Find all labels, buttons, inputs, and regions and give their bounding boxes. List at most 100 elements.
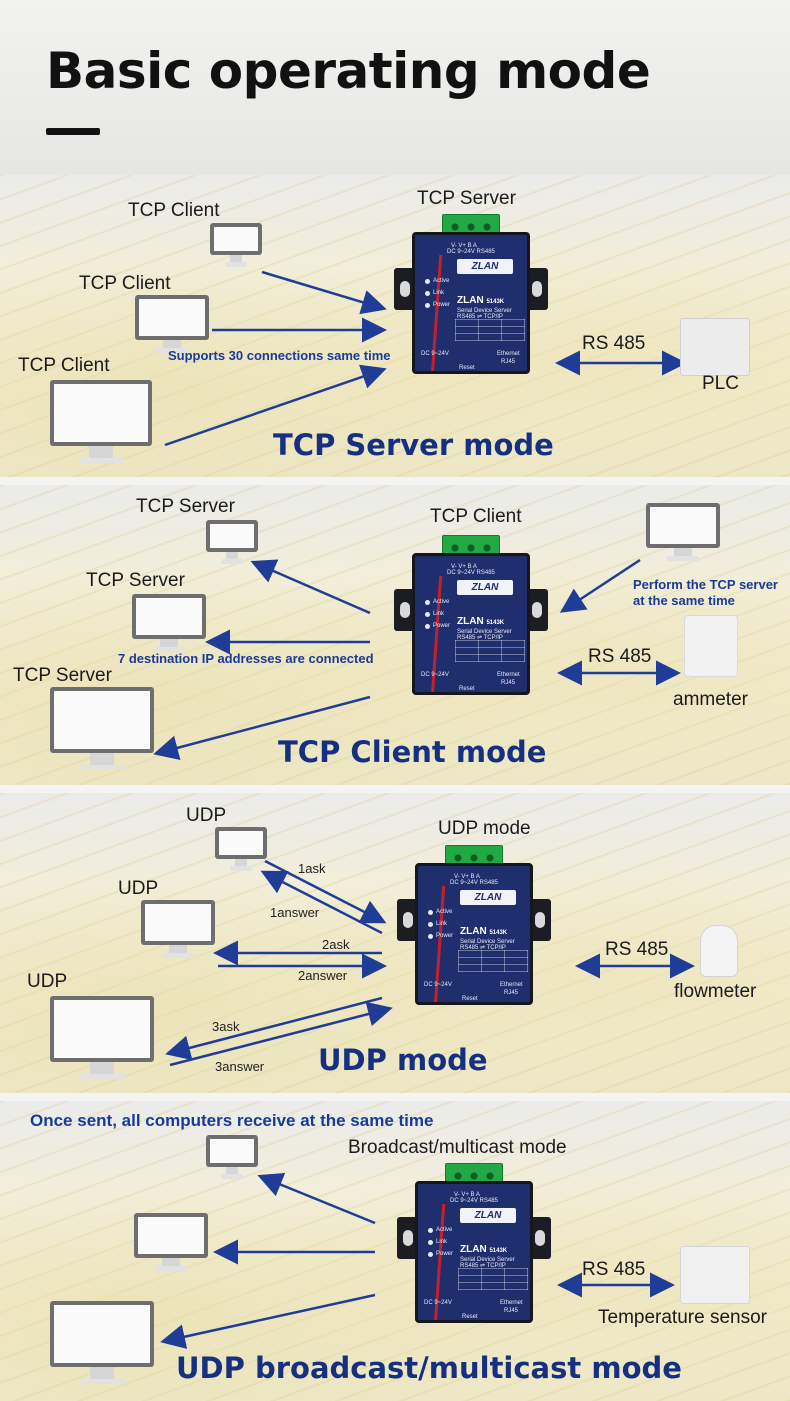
connections-note: Supports 30 connections same time	[168, 348, 391, 363]
page-title: Basic operating mode	[46, 42, 651, 100]
ethernet-label: Ethernet	[497, 672, 520, 678]
led-active: Active	[436, 1227, 453, 1233]
panel-tcp-client: TCP Server TCP Server TCP Server 7 desti…	[0, 485, 790, 785]
power-label: DC 9~24V	[424, 982, 452, 988]
device-label: TCP Server	[417, 188, 516, 209]
arrow-3ask	[165, 996, 383, 1061]
ethernet-port: RJ45	[504, 1308, 519, 1314]
rs485-label: RS 485	[605, 939, 669, 960]
device-subtitle: Serial Device Server	[457, 629, 512, 635]
led-link: Link	[433, 611, 445, 617]
device-conversion: RS485 ⇌ TCP/IP	[457, 635, 503, 641]
divider	[0, 785, 790, 793]
led-power: Power	[436, 1251, 454, 1257]
model-number: 5143K	[489, 1248, 508, 1254]
endpoint-label: Temperature sensor	[598, 1307, 767, 1328]
computer-2	[141, 900, 215, 958]
ethernet-port: RJ45	[501, 680, 516, 686]
rs485-label: RS 485	[588, 646, 652, 667]
arrow-to-server1	[250, 559, 371, 615]
ethernet-port: RJ45	[504, 990, 519, 996]
broadcast-note: Once sent, all computers receive at the …	[30, 1111, 434, 1130]
label-1answer: 1answer	[270, 905, 320, 920]
destinations-note: 7 destination IP addresses are connected	[118, 651, 374, 666]
ethernet-label: Ethernet	[497, 351, 520, 357]
label-1ask: 1ask	[298, 861, 326, 876]
endpoint-label: PLC	[702, 373, 739, 394]
arrow-3answer	[169, 1001, 393, 1067]
device-label: TCP Client	[430, 506, 522, 527]
arrow-client1-to-server	[261, 270, 387, 315]
panel-udp: UDP UDP UDP 1ask 1answer 2ask 2answer 3a…	[0, 793, 790, 1093]
led-active: Active	[433, 278, 450, 284]
reset-label: Reset	[462, 996, 478, 1002]
arrow-client3-to-server	[164, 364, 387, 447]
model-brand: ZLAN	[460, 1244, 487, 1255]
rs485-label: RS 485	[582, 1259, 646, 1280]
power-label: DC 9~24V	[421, 351, 449, 357]
led-link: Link	[436, 1239, 448, 1245]
brand-logo: ZLAN	[460, 1208, 516, 1223]
serial-device-server: V- V+ B A DC 9~24V RS485 ZLAN Active Lin…	[394, 535, 548, 695]
model-brand: ZLAN	[460, 926, 487, 937]
device-subtitle: Serial Device Server	[457, 308, 512, 314]
model-brand: ZLAN	[457, 295, 484, 306]
ethernet-label: Ethernet	[500, 982, 523, 988]
label-3answer: 3answer	[215, 1059, 265, 1074]
model-number: 5143K	[486, 620, 505, 626]
led-power: Power	[433, 623, 451, 629]
computer-1	[210, 223, 262, 267]
panel-4-arrows	[160, 1172, 675, 1349]
endpoint-label: flowmeter	[674, 981, 757, 1002]
model-number: 5143K	[486, 299, 505, 305]
udp-label-1: UDP	[186, 805, 227, 826]
device-conversion: RS485 ⇌ TCP/IP	[457, 314, 503, 320]
server-label-1: TCP Server	[136, 496, 235, 517]
mode-title: UDP broadcast/multicast mode	[176, 1351, 682, 1385]
terminal-block	[442, 214, 500, 238]
mode-title: TCP Server mode	[273, 428, 554, 462]
model-number: 5143K	[489, 930, 508, 936]
serial-device-server: V- V+ B A DC 9~24V RS485 ZLAN Active Lin…	[394, 214, 548, 374]
device-label: UDP mode	[438, 818, 531, 839]
serial-device-server: V- V+ B A DC 9~24V RS485 ZLAN Active Lin…	[397, 845, 551, 1005]
divider	[0, 1093, 790, 1101]
computer-3	[50, 996, 154, 1082]
device-conversion: RS485 ⇌ TCP/IP	[460, 1263, 506, 1269]
udp-label-3: UDP	[27, 971, 68, 992]
led-active: Active	[436, 909, 453, 915]
arrow-from-right-computer	[559, 558, 641, 613]
led-link: Link	[433, 290, 445, 296]
model-name: ZLAN 5143K	[460, 1244, 507, 1255]
terminal-pin-label: V- V+ B A	[454, 874, 480, 880]
reset-label: Reset	[462, 1314, 478, 1320]
device-subtitle: Serial Device Server	[460, 1257, 515, 1263]
panel-tcp-server: TCP Client TCP Client TCP Client Support…	[0, 175, 790, 477]
power-label: DC 9~24V	[424, 1300, 452, 1306]
serial-device-server: V- V+ B A DC 9~24V RS485 ZLAN Active Lin…	[397, 1163, 551, 1323]
terminal-spec: DC 9~24V RS485	[450, 880, 498, 886]
brand-logo: ZLAN	[460, 890, 516, 905]
model-name: ZLAN 5143K	[457, 616, 504, 627]
reset-label: Reset	[459, 365, 475, 371]
title-underline	[46, 128, 100, 135]
label-2answer: 2answer	[298, 968, 348, 983]
computer-2	[132, 594, 206, 652]
client-label-3: TCP Client	[18, 355, 110, 376]
computer-2	[135, 295, 209, 353]
temperature-sensor-device	[680, 1246, 750, 1304]
udp-label-2: UDP	[118, 878, 159, 899]
panel-1-arrows	[164, 270, 687, 447]
ammeter-device	[684, 615, 738, 677]
model-brand: ZLAN	[457, 616, 484, 627]
computer-1	[215, 827, 267, 871]
flowmeter-device	[700, 925, 738, 977]
arrow-1answer	[260, 870, 383, 935]
led-active: Active	[433, 599, 450, 605]
panel-2-arrows	[153, 558, 681, 760]
right-note: Perform the TCP server at the same time	[633, 577, 778, 608]
terminal-pin-label: V- V+ B A	[454, 1192, 480, 1198]
label-2ask: 2ask	[322, 937, 350, 952]
power-label: DC 9~24V	[421, 672, 449, 678]
computer-3	[50, 1301, 154, 1387]
